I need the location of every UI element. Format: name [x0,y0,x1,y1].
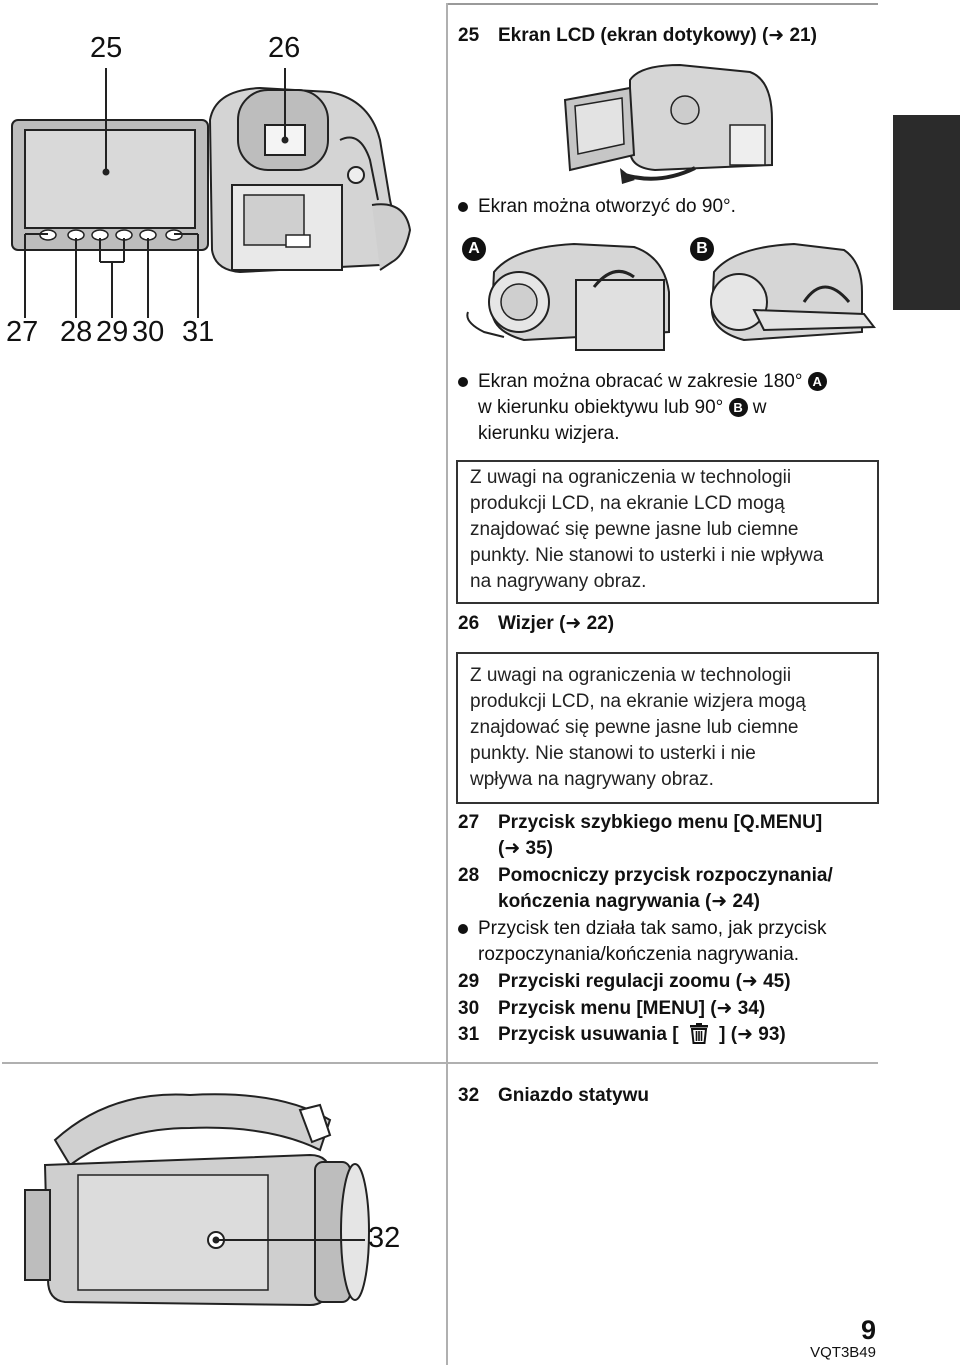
bullet-text-line3: kierunku wizjera. [478,423,620,444]
bullet-text-line2: rozpoczynania/kończenia nagrywania. [478,944,800,965]
callout-32: 32 [368,1222,401,1254]
item-32: 32 Gniazdo statywu [458,1083,649,1109]
note-line: produkcji LCD, na ekranie LCD mogą [470,493,785,514]
figure-lcd-open-90 [560,60,780,190]
callout-28: 28 [60,316,93,348]
item-30: 30 Przycisk menu [MENU] (➜ 34) [458,996,765,1022]
item-number: 31 [458,1024,480,1045]
trash-icon [688,1022,710,1052]
note-viewfinder-pixels: Z uwagi na ograniczenia w technologii pr… [456,652,879,804]
item-text: Przyciski regulacji zoomu (➜ 45) [498,971,791,992]
item-25: 25 Ekran LCD (ekran dotykowy) (➜ 21) [458,23,817,49]
item-31: 31 Przycisk usuwania [ ] (➜ 93) [458,1022,786,1048]
callout-29: 29 [96,316,129,348]
callout-31: 31 [182,316,215,348]
marker-b: B [690,237,714,261]
item-text-line2: (➜ 35) [498,838,553,859]
figure-lcd-rotation [464,232,884,362]
note-line: wpływa na nagrywany obraz. [470,769,714,790]
bullet-text-line2: w kierunku obiektywu lub 90° B w [478,397,767,418]
item-text: Przycisk menu [MENU] (➜ 34) [498,998,766,1019]
note-line: punkty. Nie stanowi to usterki i nie [470,743,756,764]
column-divider [446,3,448,1365]
bullet-text-line1: Ekran można obracać w zakresie 180° A [478,369,827,395]
section-tab [893,115,960,310]
marker-b-inline: B [728,398,748,417]
item-number: 27 [458,812,480,833]
marker-a: A [462,237,486,261]
note-line: znajdować się pewne jasne lub ciemne [470,717,799,738]
item-29: 29 Przyciski regulacji zoomu (➜ 45) [458,969,791,995]
callout-26: 26 [268,32,301,64]
item-27: 27 Przycisk szybkiego menu [Q.MENU] (➜ 3… [458,810,822,859]
top-rule [448,3,878,5]
item-text: Gniazdo statywu [498,1085,649,1106]
document-code: VQT3B49 [810,1344,876,1361]
bullet-dot [458,202,468,212]
note-line: Z uwagi na ograniczenia w technologii [470,665,792,686]
item-text: Przycisk usuwania [ ] (➜ 93) [498,1022,786,1052]
item-text: Wizjer (➜ 22) [498,613,615,634]
item-number: 29 [458,971,480,992]
item-number: 26 [458,613,480,634]
item-number: 28 [458,865,480,886]
note-line: Z uwagi na ograniczenia w technologii [470,467,792,488]
note-line: produkcji LCD, na ekranie wizjera mogą [470,691,806,712]
item-number: 32 [458,1085,480,1106]
section-divider [2,1062,878,1064]
bullet-dot [458,924,468,934]
item-28: 28 Pomocniczy przycisk rozpoczynania/ ko… [458,863,833,912]
note-lcd-pixels: Z uwagi na ograniczenia w technologii pr… [456,460,879,604]
item-text-line1: Pomocniczy przycisk rozpoczynania/ [498,865,833,886]
note-line: punkty. Nie stanowi to usterki i nie wpł… [470,545,824,566]
callout-25: 25 [90,32,123,64]
figure-camcorder-lcd-open [0,0,445,360]
item-text: Ekran LCD (ekran dotykowy) (➜ 21) [498,25,817,46]
page-number: 9 [860,1315,876,1345]
bullet-text: Ekran można otworzyć do 90°. [478,196,736,217]
note-line: na nagrywany obraz. [470,571,647,592]
item-text-line2: kończenia nagrywania (➜ 24) [498,891,760,912]
note-line: znajdować się pewne jasne lub ciemne [470,519,799,540]
figure-camcorder-bottom [20,1080,390,1320]
item-text-line1: Przycisk szybkiego menu [Q.MENU] [498,812,823,833]
callout-27: 27 [6,316,39,348]
item-number: 30 [458,998,480,1019]
item-26: 26 Wizjer (➜ 22) [458,611,614,637]
bullet-dot [458,377,468,387]
item-number: 25 [458,25,480,46]
bullet-text-line1: Przycisk ten działa tak samo, jak przyci… [478,918,827,939]
callout-30: 30 [132,316,165,348]
marker-a-inline: A [807,372,827,391]
